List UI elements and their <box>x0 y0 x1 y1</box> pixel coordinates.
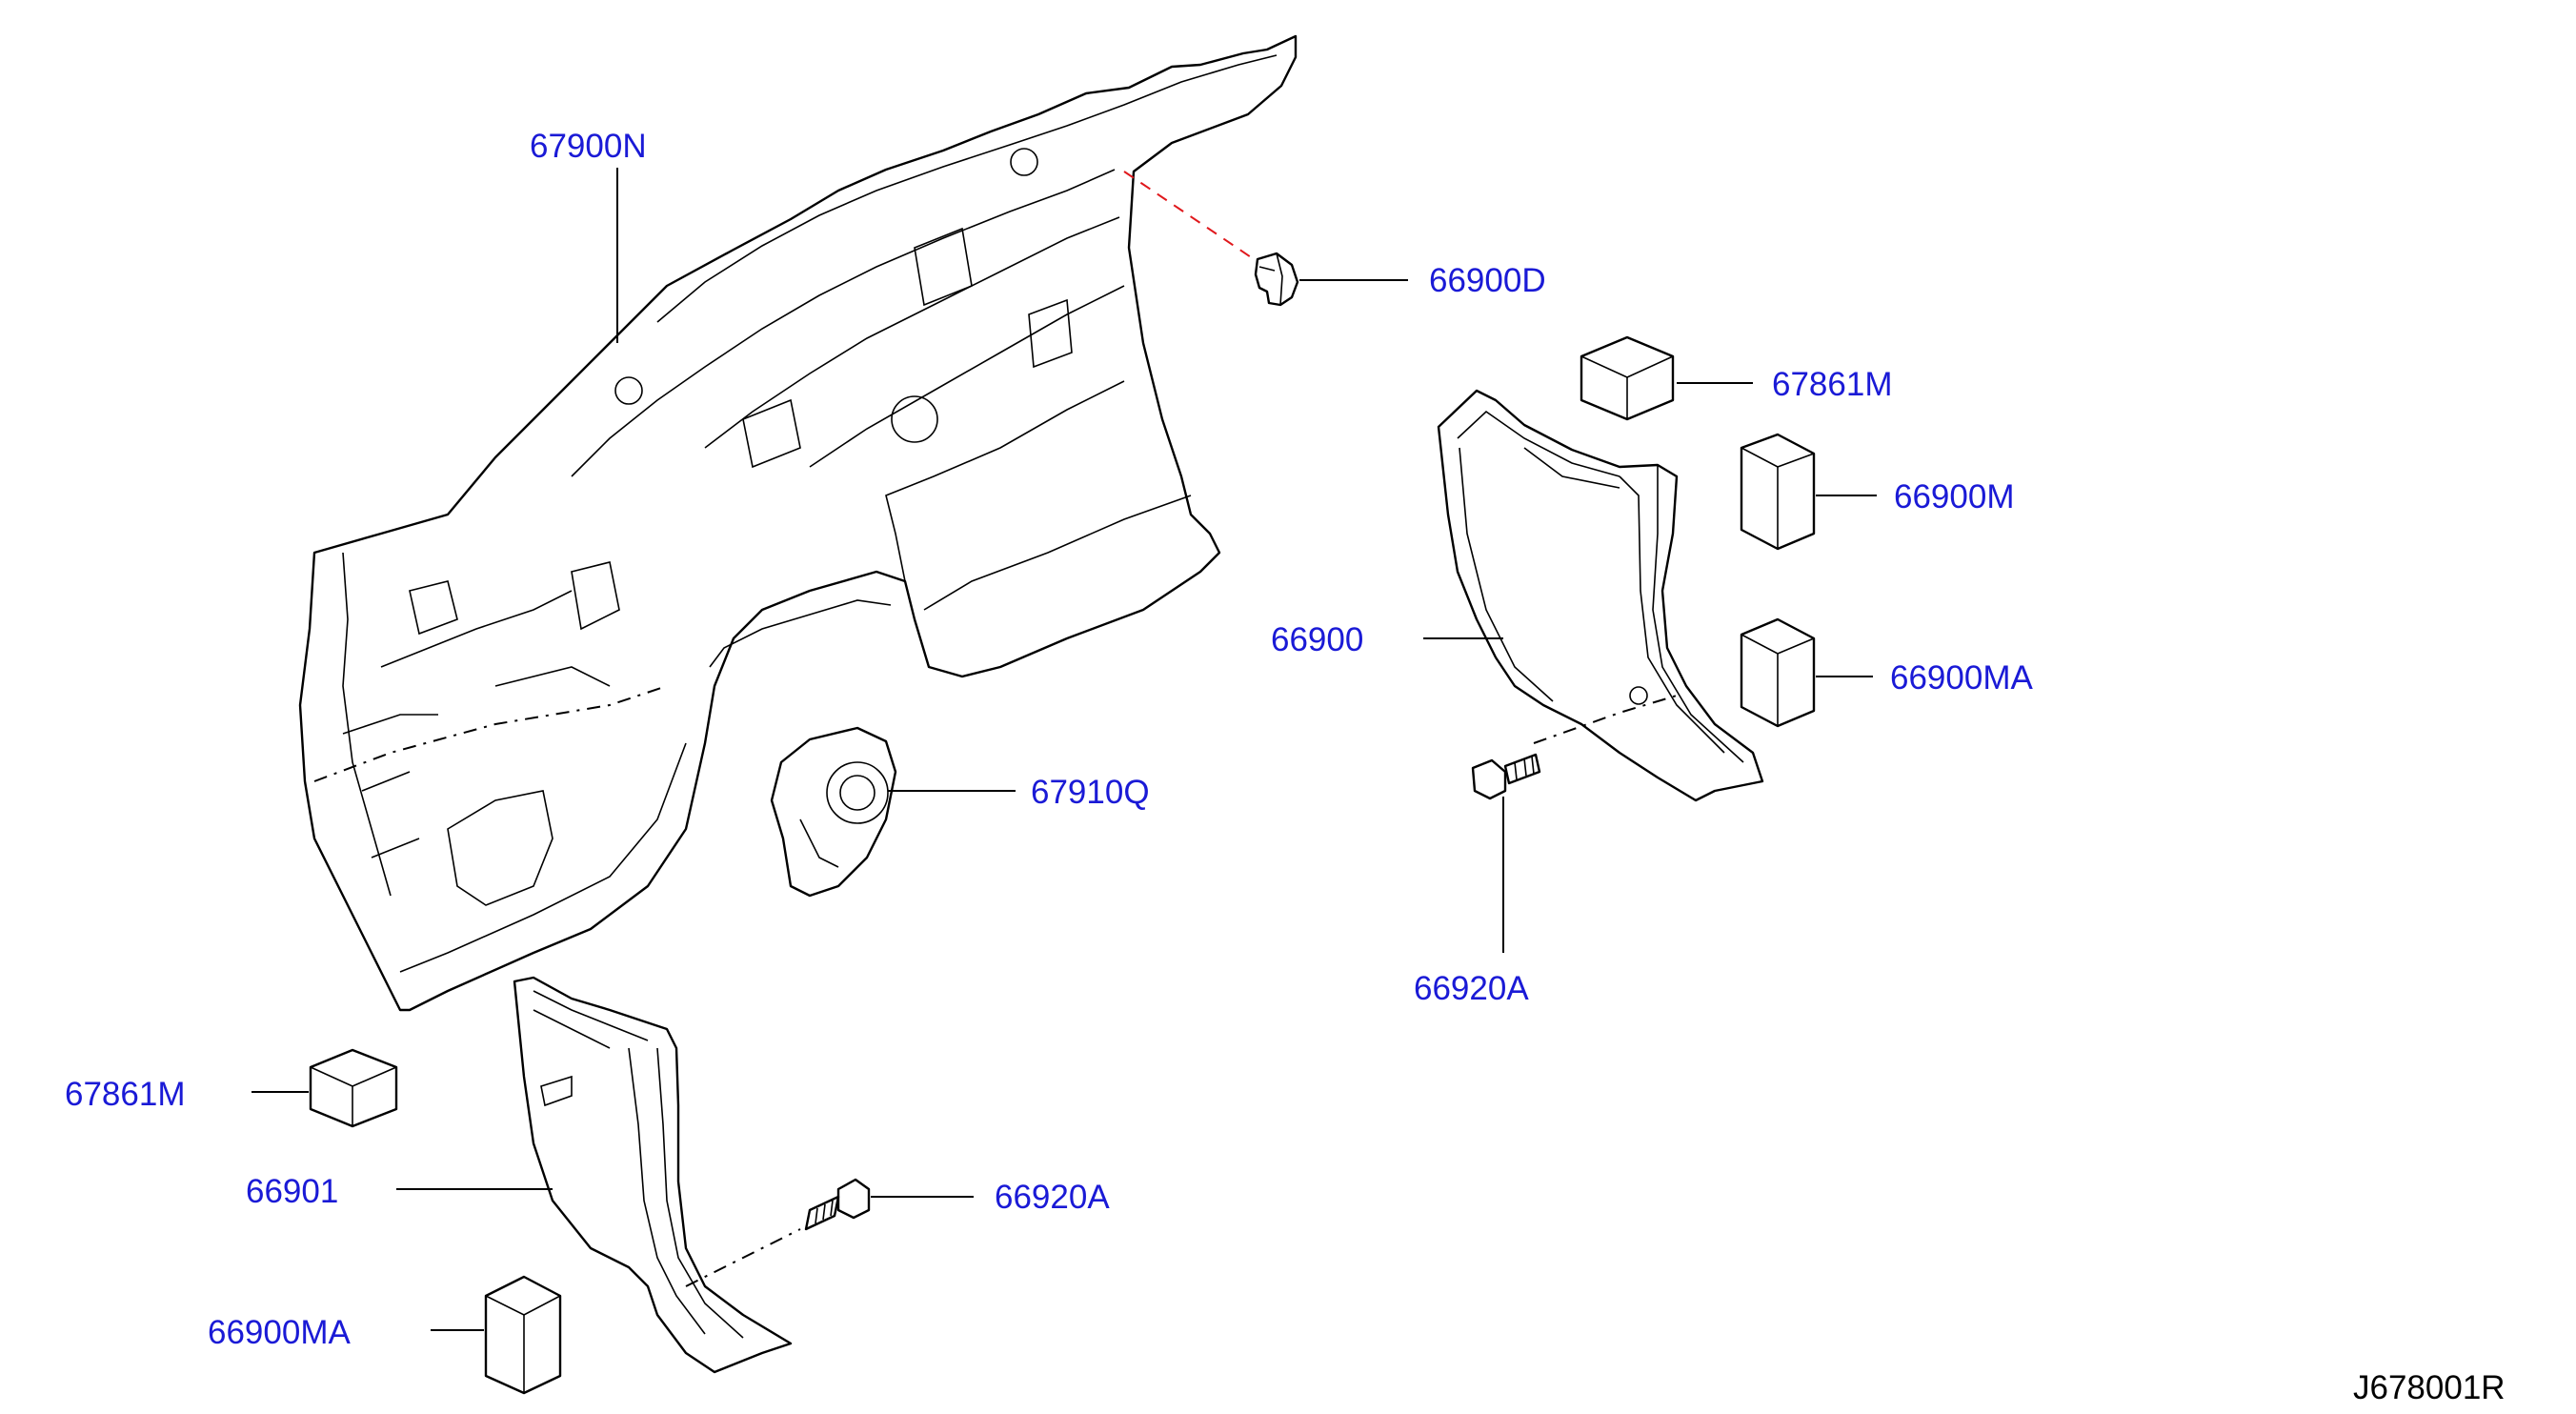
label-trim-right: 66900 <box>1271 621 1363 658</box>
label-pad-left-top: 67861M <box>65 1076 185 1113</box>
screw-right-part <box>1471 753 1541 800</box>
panel-centerline <box>313 685 668 782</box>
dash-insulator-part <box>298 34 1298 1012</box>
bracket-part <box>770 726 897 898</box>
pad-left-low-part <box>484 1275 562 1395</box>
label-trim-left: 66901 <box>246 1173 338 1210</box>
screw-left-part <box>804 1178 871 1231</box>
trim-left-part <box>513 976 793 1374</box>
diagram-code: J678001R <box>2353 1369 2506 1406</box>
clip-part <box>1123 171 1299 307</box>
pad-right-mid-part <box>1740 433 1816 551</box>
clip-guide-line <box>1123 171 1263 266</box>
label-pad-right-low: 66900MA <box>1890 659 2033 697</box>
label-pad-right-top: 67861M <box>1772 366 1892 403</box>
trim-right-guide-line <box>1533 695 1678 744</box>
label-screw-right: 66920A <box>1414 970 1529 1007</box>
label-dash-insulator: 67900N <box>530 128 647 165</box>
pad-right-top-part <box>1580 335 1675 421</box>
pad-left-top-part <box>309 1048 398 1128</box>
label-pad-right-mid: 66900M <box>1894 478 2014 515</box>
label-screw-left: 66920A <box>995 1179 1110 1216</box>
trim-right-part <box>1437 389 1764 802</box>
label-bracket: 67910Q <box>1031 774 1150 811</box>
trim-left-guide-line <box>685 1228 801 1287</box>
label-clip-top: 66900D <box>1429 262 1546 299</box>
label-pad-left-low: 66900MA <box>208 1314 351 1351</box>
pad-right-low-part <box>1740 617 1816 728</box>
